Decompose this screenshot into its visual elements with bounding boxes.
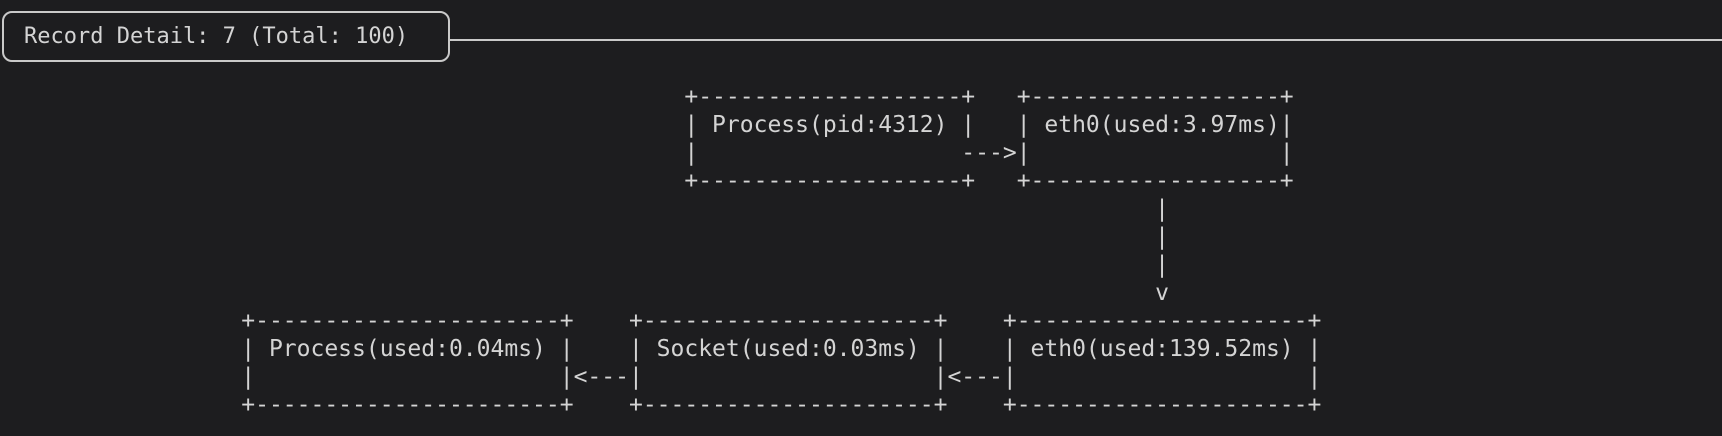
record-detail-title: Record Detail: 7 (Total: 100) bbox=[24, 24, 409, 49]
record-detail-title-box: Record Detail: 7 (Total: 100) bbox=[2, 11, 450, 62]
panel-border-line bbox=[200, 39, 1722, 41]
ascii-flow-diagram: +-------------------+ +-----------------… bbox=[241, 84, 1322, 418]
